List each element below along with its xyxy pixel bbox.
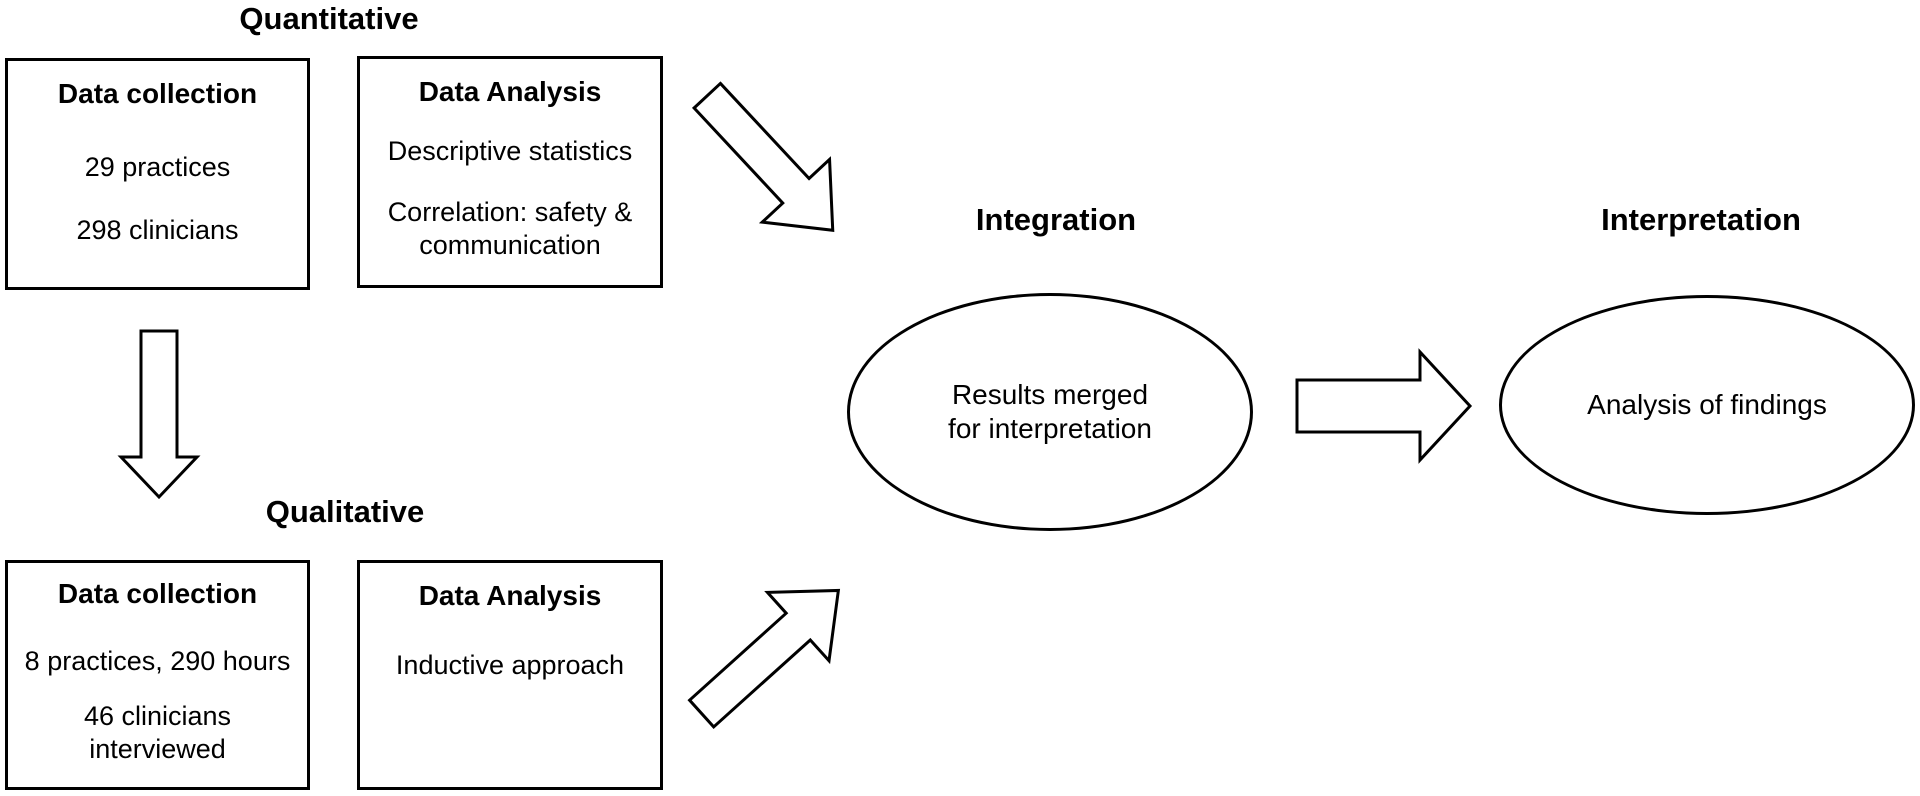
ellipse-label: Analysis of findings <box>1587 389 1827 420</box>
integration-ellipse: Results merged for interpretation <box>847 293 1253 531</box>
arrow-down-icon <box>117 329 201 500</box>
box-line: Descriptive statistics <box>387 136 633 166</box>
quantitative-data-collection-box: Data collection 29 practices 298 clinici… <box>5 58 310 290</box>
box-line: Correlation: safety & communication <box>387 197 633 260</box>
box-title: Data Analysis <box>418 76 602 107</box>
integration-heading: Integration <box>975 202 1137 237</box>
box-line: 29 practices <box>84 152 231 182</box>
ellipse-label: Results merged for interpretation <box>948 379 1152 444</box>
interpretation-heading: Interpretation <box>1601 202 1801 237</box>
quantitative-data-analysis-box: Data Analysis Descriptive statistics Cor… <box>357 56 663 288</box>
box-title: Data collection <box>57 78 258 109</box>
quantitative-heading: Quantitative <box>239 1 419 36</box>
arrow-right-icon <box>1295 348 1473 464</box>
interpretation-ellipse: Analysis of findings <box>1499 295 1915 515</box>
box-title: Data Analysis <box>418 580 602 611</box>
arrow-diagonal-up-right-icon <box>687 588 841 730</box>
arrow-diagonal-down-right-icon <box>691 81 835 232</box>
box-line: 46 clinicians interviewed <box>83 701 232 764</box>
qualitative-heading: Qualitative <box>265 494 425 529</box>
qualitative-data-analysis-box: Data Analysis Inductive approach <box>357 560 663 790</box>
box-line: 298 clinicians <box>76 215 239 245</box>
box-line: Inductive approach <box>395 650 625 680</box>
box-title: Data collection <box>57 578 258 609</box>
qualitative-data-collection-box: Data collection 8 practices, 290 hours 4… <box>5 560 310 790</box>
box-line: 8 practices, 290 hours <box>24 646 291 676</box>
